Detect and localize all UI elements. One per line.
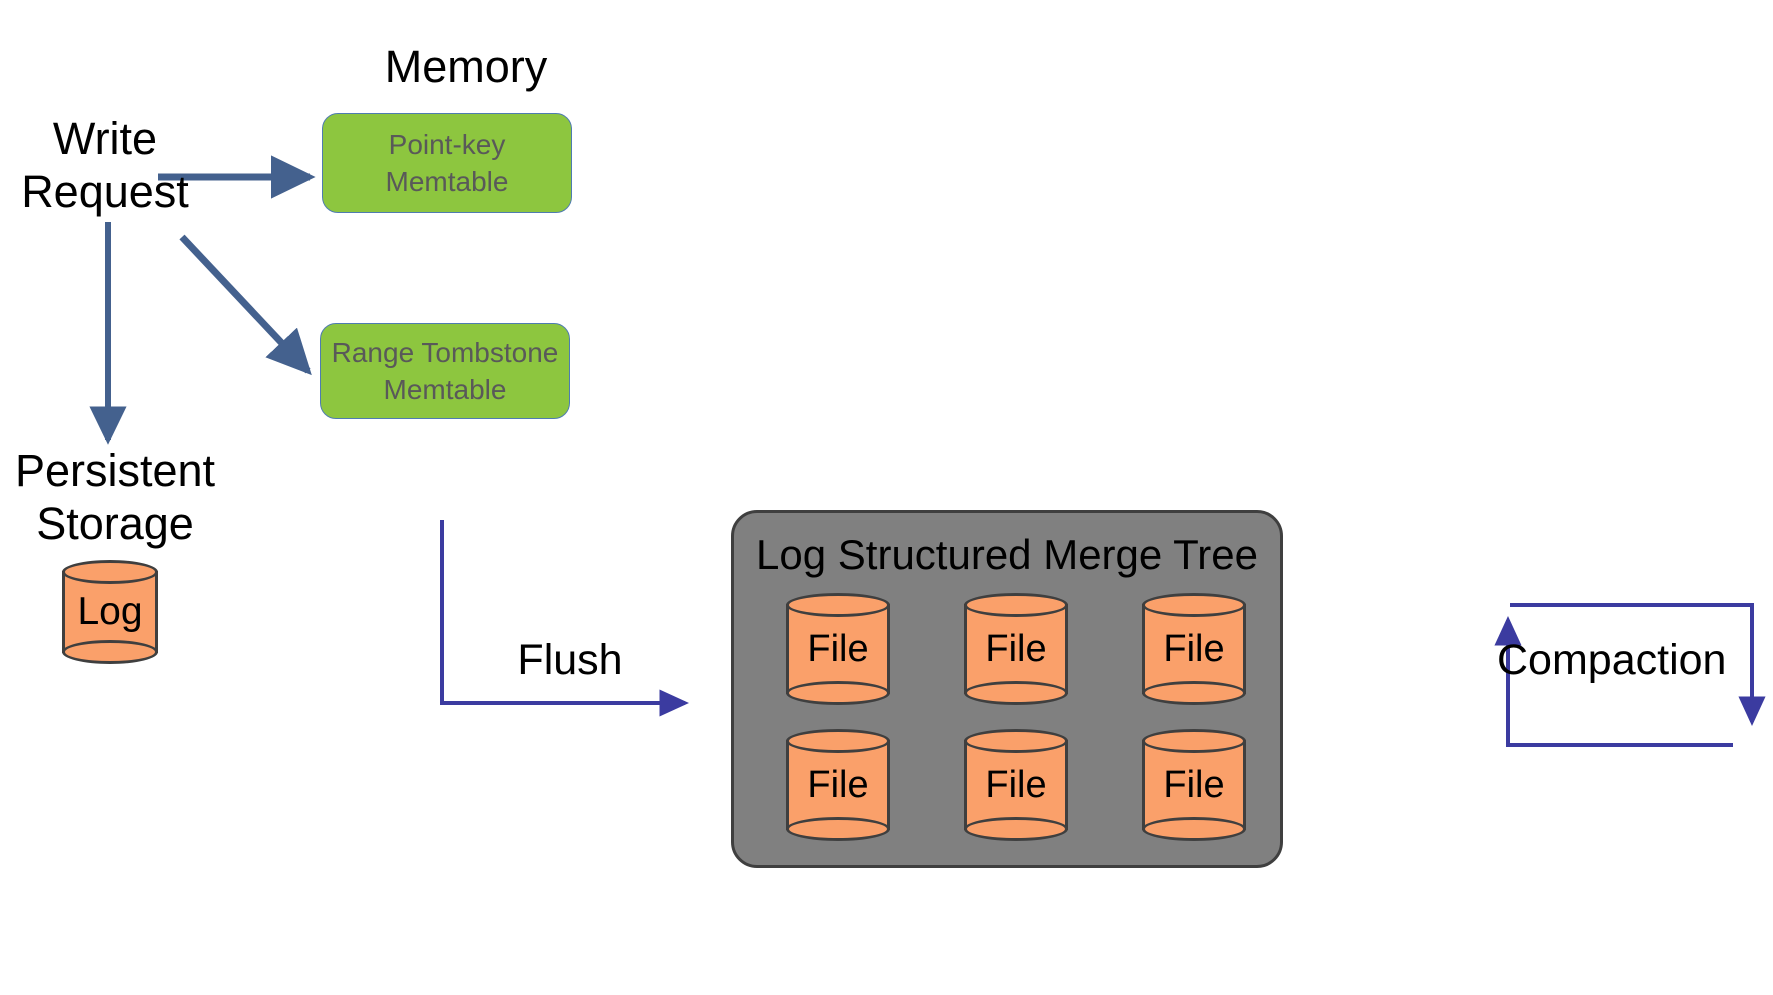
file-cylinder-body (964, 740, 1068, 830)
file-cylinder-top (964, 729, 1068, 753)
file-cylinder-bottom (1142, 817, 1246, 841)
file-cylinder-label: File (807, 627, 869, 670)
file-cylinder[interactable]: File (786, 729, 890, 841)
file-cylinder[interactable]: File (1142, 593, 1246, 705)
file-cylinder-top (786, 729, 890, 753)
file-cylinder-bottom (1142, 681, 1246, 705)
file-cylinder-bottom (964, 681, 1068, 705)
log-cylinder-bottom (62, 640, 158, 664)
file-cylinder-bottom (786, 817, 890, 841)
file-cylinder-top (1142, 729, 1246, 753)
lsm-tree-container: Log Structured Merge Tree File File (731, 510, 1283, 868)
file-cylinder[interactable]: File (964, 729, 1068, 841)
file-cylinder[interactable]: File (786, 593, 890, 705)
file-cylinder-label: File (1163, 763, 1225, 806)
log-cylinder-top (62, 560, 158, 584)
file-cylinder-top (1142, 593, 1246, 617)
compaction-label: Compaction (1497, 636, 1727, 684)
file-cylinder-body (1142, 740, 1246, 830)
point-key-memtable-label: Point-key Memtable (385, 128, 509, 197)
arrow-write-to-range-tombstone-memtable (179, 234, 312, 376)
file-cylinder-top (964, 593, 1068, 617)
file-cylinder-body (786, 604, 890, 694)
range-tombstone-memtable-box[interactable]: Range Tombstone Memtable (320, 323, 570, 419)
lsm-file-grid: File File File (786, 593, 1246, 841)
file-cylinder-label: File (807, 763, 869, 806)
persistent-storage-label: Persistent Storage (14, 445, 216, 550)
file-cylinder-bottom (786, 681, 890, 705)
point-key-memtable-box[interactable]: Point-key Memtable (322, 113, 572, 213)
file-cylinder[interactable]: File (1142, 729, 1246, 841)
write-request-label: Write Request (21, 113, 189, 218)
file-cylinder-label: File (985, 627, 1047, 670)
file-cylinder-label: File (985, 763, 1047, 806)
flush-label: Flush (517, 636, 623, 684)
file-cylinder-top (786, 593, 890, 617)
lsm-file-row: File File File (786, 593, 1246, 705)
file-cylinder-body (964, 604, 1068, 694)
lsm-file-row: File File File (786, 729, 1246, 841)
range-tombstone-memtable-label: Range Tombstone Memtable (331, 336, 559, 405)
file-cylinder[interactable]: File (964, 593, 1068, 705)
file-cylinder-bottom (964, 817, 1068, 841)
memory-label: Memory (384, 41, 548, 92)
file-cylinder-body (1142, 604, 1246, 694)
log-cylinder-label: Log (77, 590, 143, 633)
log-cylinder[interactable]: Log (62, 560, 158, 664)
lsm-tree-title: Log Structured Merge Tree (756, 531, 1258, 578)
file-cylinder-body (786, 740, 890, 830)
file-cylinder-label: File (1163, 627, 1225, 670)
